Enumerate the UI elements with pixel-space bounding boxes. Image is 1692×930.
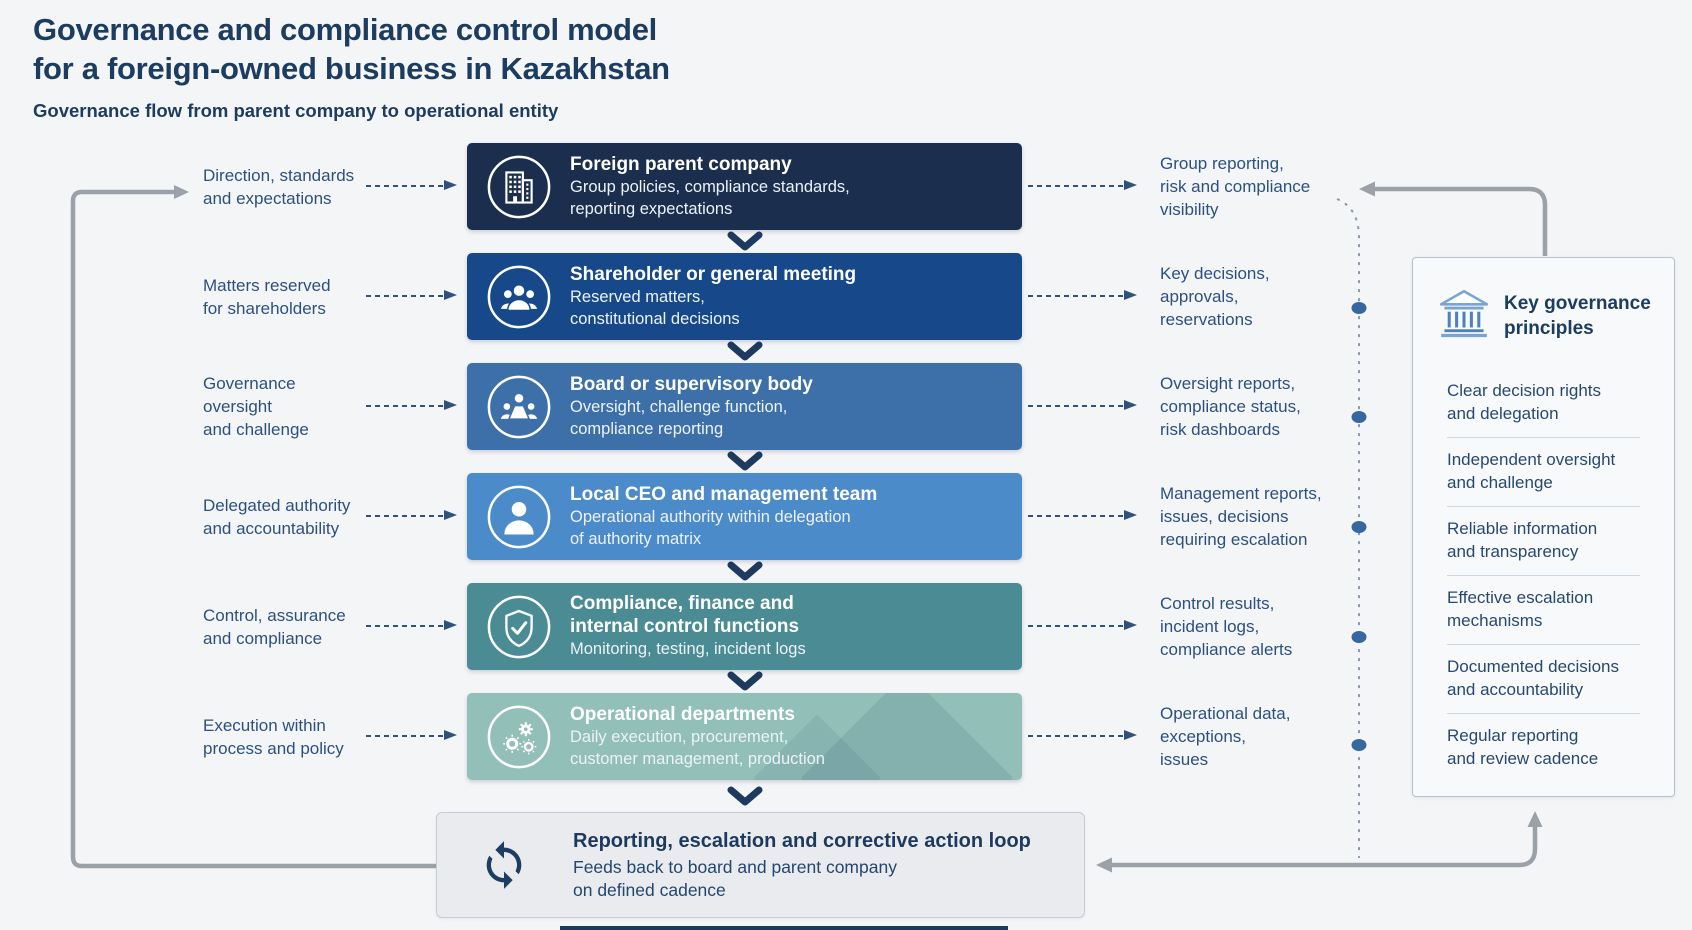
level-description: Monitoring, testing, incident logs	[570, 640, 806, 659]
panel-header: Key governance principles	[1437, 288, 1656, 343]
principle-item: Documented decisions and accountability	[1447, 645, 1640, 714]
panel-title: Key governance principles	[1504, 292, 1651, 339]
principle-item: Effective escalation mechanisms	[1447, 576, 1640, 645]
input-flow-arrow	[366, 620, 457, 630]
level-row: Direction, standards and expectations	[0, 143, 1692, 230]
output-flow-arrow	[1028, 290, 1137, 300]
person-icon	[486, 484, 552, 550]
level-box-foreign-parent-company: Foreign parent company Group policies, c…	[467, 143, 1022, 230]
output-flow-arrow	[1028, 180, 1137, 190]
loop-box-title: Reporting, escalation and corrective act…	[573, 830, 1031, 852]
level-title: Compliance, finance and internal control…	[570, 593, 800, 638]
level-row: Matters reserved for shareholders	[0, 253, 1692, 340]
output-label: Management reports, issues, decisions re…	[1160, 484, 1322, 549]
panel-items: Clear decision rights and delegation Ind…	[1447, 369, 1640, 782]
input-flow-arrow	[366, 400, 457, 410]
chevron-down-icon	[727, 341, 763, 361]
level-row: Control, assurance and compliance Compli…	[0, 583, 1692, 670]
level-box-board: Board or supervisory body Oversight, cha…	[467, 363, 1022, 450]
level-title: Board or supervisory body	[570, 374, 813, 395]
level-box-local-ceo: Local CEO and management team Operationa…	[467, 473, 1022, 560]
output-flow-arrow	[1028, 620, 1137, 630]
reporting-loop-box: Reporting, escalation and corrective act…	[436, 812, 1085, 918]
chevron-down-icon	[727, 451, 763, 471]
input-label: Direction, standards and expectations	[203, 165, 355, 208]
bank-icon	[1437, 288, 1491, 343]
people-group-icon	[486, 264, 552, 330]
level-row: Execution within process and policy	[0, 693, 1692, 780]
level-box-compliance-functions: Compliance, finance and internal control…	[467, 583, 1022, 670]
building-icon	[486, 154, 552, 220]
input-flow-arrow	[366, 290, 457, 300]
cycle-arrows-icon	[478, 839, 530, 891]
level-title: Foreign parent company	[570, 154, 792, 175]
level-description: Oversight, challenge function, complianc…	[570, 398, 788, 438]
principle-item: Reliable information and transparency	[1447, 507, 1640, 576]
chevron-down-icon	[727, 671, 763, 691]
output-label: Control results, incident logs, complian…	[1160, 594, 1293, 659]
input-label: Matters reserved for shareholders	[203, 275, 331, 318]
board-members-icon	[486, 374, 552, 440]
chevron-down-icon	[727, 786, 763, 806]
level-description: Operational authority within delegation …	[570, 508, 851, 548]
level-title: Operational departments	[570, 704, 795, 725]
chevron-down-icon	[727, 561, 763, 581]
level-title: Shareholder or general meeting	[570, 264, 857, 285]
loop-box-description: Feeds back to board and parent company o…	[573, 857, 897, 900]
level-box-operational-departments: Operational departments Daily execution,…	[467, 693, 1022, 780]
shield-check-icon	[486, 594, 552, 660]
output-label: Key decisions, approvals, reservations	[1160, 264, 1270, 329]
right-bottom-loop-line	[1096, 811, 1543, 873]
gears-icon	[486, 704, 552, 770]
level-description: Group policies, compliance standards, re…	[570, 178, 850, 218]
output-label: Operational data, exceptions, issues	[1160, 704, 1291, 769]
output-flow-arrow	[1028, 510, 1137, 520]
input-flow-arrow	[366, 180, 457, 190]
input-flow-arrow	[366, 510, 457, 520]
input-label: Governance oversight and challenge	[203, 374, 309, 439]
level-row: Delegated authority and accountability L…	[0, 473, 1692, 560]
level-description: Daily execution, procurement, customer m…	[570, 728, 825, 768]
principle-item: Regular reporting and review cadence	[1447, 726, 1599, 768]
level-row: Governance oversight and challenge	[0, 363, 1692, 450]
input-label: Execution within process and policy	[203, 715, 344, 758]
level-box-shareholder-meeting: Shareholder or general meeting Reserved …	[467, 253, 1022, 340]
footer-strip	[560, 926, 1008, 930]
chevron-down-icon	[727, 231, 763, 251]
page-subtitle: Governance flow from parent company to o…	[33, 100, 559, 121]
level-title: Local CEO and management team	[570, 484, 878, 505]
input-flow-arrow	[366, 730, 457, 740]
principle-item: Clear decision rights and delegation	[1447, 369, 1640, 438]
input-label: Delegated authority and accountability	[203, 495, 351, 538]
principle-item: Independent oversight and challenge	[1447, 438, 1640, 507]
level-description: Reserved matters, constitutional decisio…	[570, 288, 740, 328]
output-label: Oversight reports, compliance status, ri…	[1160, 374, 1301, 439]
output-flow-arrow	[1028, 730, 1137, 740]
page-title: Governance and compliance control model …	[33, 12, 670, 86]
key-governance-principles-panel: Key governance principles Clear decision…	[1412, 257, 1675, 797]
output-label: Group reporting, risk and compliance vis…	[1160, 154, 1311, 219]
input-label: Control, assurance and compliance	[203, 605, 346, 648]
output-flow-arrow	[1028, 400, 1137, 410]
